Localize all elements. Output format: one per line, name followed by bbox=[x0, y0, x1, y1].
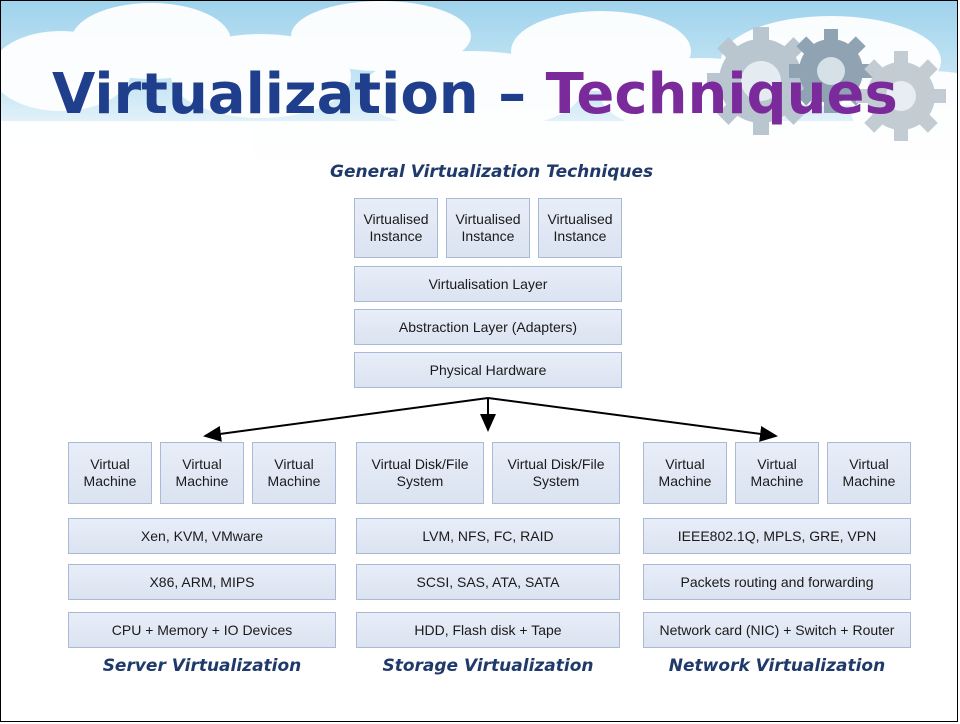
sky-background bbox=[1, 1, 957, 161]
storage-heading: Storage Virtualization bbox=[382, 656, 594, 676]
network-routing-layer: Packets routing and forwarding bbox=[643, 564, 911, 600]
server-isa-layer: X86, ARM, MIPS bbox=[68, 564, 336, 600]
title-part-1: Virtualization – bbox=[52, 62, 527, 127]
network-hardware-layer: Network card (NIC) + Switch + Router bbox=[643, 612, 911, 648]
slide-title: Virtualization – Techniques bbox=[52, 62, 898, 127]
arrow-to-server bbox=[203, 397, 489, 442]
storage-vdisk-2: Virtual Disk/File System bbox=[492, 442, 620, 504]
virtualised-instance-3: Virtualised Instance bbox=[538, 198, 622, 258]
title-part-2: Techniques bbox=[545, 62, 898, 127]
general-heading: General Virtualization Techniques bbox=[330, 162, 654, 182]
storage-interface-layer: SCSI, SAS, ATA, SATA bbox=[356, 564, 620, 600]
storage-vdisk-1: Virtual Disk/File System bbox=[356, 442, 484, 504]
server-hypervisor-layer: Xen, KVM, VMware bbox=[68, 518, 336, 554]
virtualised-instance-2: Virtualised Instance bbox=[446, 198, 530, 258]
virtualisation-layer: Virtualisation Layer bbox=[354, 266, 622, 302]
network-vm-1: Virtual Machine bbox=[643, 442, 727, 504]
network-heading: Network Virtualization bbox=[668, 656, 886, 676]
abstraction-layer: Abstraction Layer (Adapters) bbox=[354, 309, 622, 345]
server-vm-3: Virtual Machine bbox=[252, 442, 336, 504]
server-hardware-layer: CPU + Memory + IO Devices bbox=[68, 612, 336, 648]
gear-icon bbox=[789, 29, 873, 113]
virtualised-instance-1: Virtualised Instance bbox=[354, 198, 438, 258]
server-heading: Server Virtualization bbox=[102, 656, 302, 676]
header-banner bbox=[1, 1, 957, 161]
network-protocol-layer: IEEE802.1Q, MPLS, GRE, VPN bbox=[643, 518, 911, 554]
storage-hardware-layer: HDD, Flash disk + Tape bbox=[356, 612, 620, 648]
server-vm-1: Virtual Machine bbox=[68, 442, 152, 504]
server-vm-2: Virtual Machine bbox=[160, 442, 244, 504]
arrow-to-network bbox=[487, 397, 778, 442]
storage-volume-layer: LVM, NFS, FC, RAID bbox=[356, 518, 620, 554]
network-vm-3: Virtual Machine bbox=[827, 442, 911, 504]
network-vm-2: Virtual Machine bbox=[735, 442, 819, 504]
physical-hardware: Physical Hardware bbox=[354, 352, 622, 388]
